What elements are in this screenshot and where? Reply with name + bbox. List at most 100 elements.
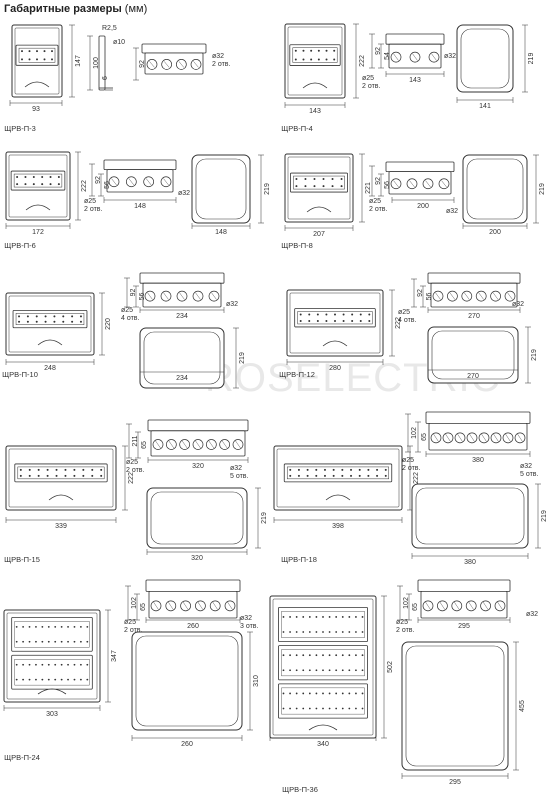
dim-label: 398 [332, 523, 344, 530]
back-panel [456, 24, 514, 93]
dim-label: 2 отв. [369, 206, 388, 213]
dim-label: 303 [46, 711, 58, 718]
dim-label: 56 [139, 293, 146, 301]
dim-label: ø25 [396, 619, 408, 626]
dim-label: ø32 [212, 53, 224, 60]
dim-label: 260 [181, 741, 193, 748]
dim-label: 65 [140, 603, 147, 611]
top-body [430, 282, 518, 308]
dim-label: 148 [134, 203, 146, 210]
dim-label: 219 [261, 512, 268, 524]
dim-label: 147 [75, 55, 82, 67]
back-panel [427, 326, 519, 384]
dim-label: 6 [102, 76, 109, 80]
dim-label: 295 [449, 779, 461, 786]
module-window [278, 606, 368, 643]
dim-label: ø32 [520, 463, 532, 470]
model-label: ЩРВ-П-10 [2, 370, 38, 379]
dim-label: 200 [417, 203, 429, 210]
top-body [420, 591, 508, 619]
model-label: ЩРВ-П-12 [279, 370, 315, 379]
dim-label: 65 [421, 433, 428, 441]
dim-label: 92 [375, 177, 382, 185]
model-label: ЩРВ-П-4 [281, 124, 313, 133]
top-lid [385, 33, 445, 45]
top-lid [385, 161, 455, 173]
dim-label: 455 [519, 700, 526, 712]
dim-label: 260 [187, 623, 199, 630]
dim-label: 2 отв. [84, 206, 103, 213]
title-text: Габаритные размеры [4, 3, 122, 15]
module-window [10, 170, 66, 191]
top-lid [147, 419, 249, 432]
dim-label: 310 [253, 675, 260, 687]
dim-label: ø25 [362, 75, 374, 82]
dim-label: ø25 [124, 619, 136, 626]
dim-label: 92 [417, 289, 424, 297]
dim-label: 56 [426, 293, 433, 301]
top-lid [139, 272, 225, 284]
model-label: ЩРВ-П-24 [4, 753, 40, 762]
dim-label: 102 [403, 597, 410, 609]
dim-label: 219 [528, 53, 535, 65]
top-lid [145, 579, 241, 592]
dim-label: 3 отв. [240, 623, 259, 630]
module-window [278, 683, 368, 719]
top-lid [103, 159, 177, 171]
dim-label: 211 [132, 435, 139, 446]
dim-label: 4 отв. [398, 317, 417, 324]
dim-label: ø32 [178, 190, 190, 197]
model-label: ЩРВ-П-6 [4, 241, 36, 250]
dim-label: 92 [375, 47, 382, 55]
dim-label: 172 [32, 229, 44, 236]
back-panel [131, 631, 243, 731]
dim-label: 234 [176, 313, 188, 320]
top-body [144, 52, 204, 75]
dim-label: 92 [130, 289, 137, 297]
title-unit: (мм) [124, 3, 148, 15]
module-window [14, 463, 108, 483]
dim-label: 5 отв. [520, 471, 539, 478]
dim-label: 219 [264, 183, 271, 195]
dim-label: 234 [176, 375, 188, 382]
dim-label: 219 [531, 349, 538, 361]
dim-label: 219 [539, 183, 546, 195]
dim-label: 102 [411, 427, 418, 439]
dim-label: 270 [467, 373, 479, 380]
back-panel [462, 154, 528, 224]
back-panel [411, 483, 529, 549]
dim-label: 54 [384, 52, 391, 60]
dim-label: ø25 [126, 459, 138, 466]
dim-label: 2 отв. [402, 465, 421, 472]
dim-label: 222 [128, 472, 135, 484]
dim-label: 2 отв. [212, 61, 231, 68]
dim-label: ø25 [369, 198, 381, 205]
module-window [278, 645, 368, 681]
back-panel [401, 641, 509, 771]
dim-label: 248 [44, 365, 56, 372]
dim-label: 56 [104, 181, 111, 189]
dim-label: ø32 [526, 611, 538, 618]
model-label: ЩРВ-П-8 [281, 241, 313, 250]
module-window [11, 654, 93, 690]
dim-label: 2 отв. [362, 83, 381, 90]
dim-label: ø32 [512, 301, 524, 308]
model-label: ЩРВ-П-3 [4, 124, 36, 133]
dim-label: 4 отв. [121, 315, 140, 322]
